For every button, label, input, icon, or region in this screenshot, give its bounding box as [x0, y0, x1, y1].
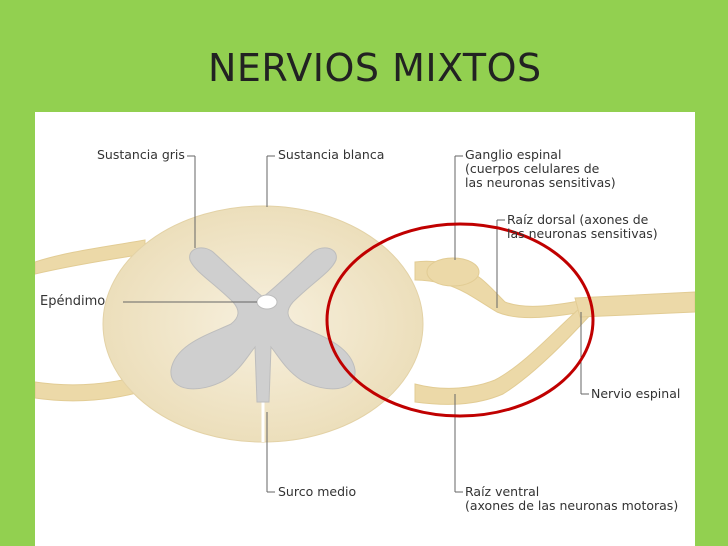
right-ventral-root [414, 307, 594, 405]
label-nervio-espinal: Nervio espinal [591, 386, 681, 401]
slide-title: NERVIOS MIXTOS [208, 46, 542, 90]
gray-matter [170, 247, 356, 403]
label-surco-medio: Surco medio [278, 484, 357, 499]
leader-lines [123, 155, 589, 493]
label-sustancia-gris: Sustancia gris [97, 147, 185, 162]
central-canal [256, 294, 278, 310]
diagram-panel: Sustancia gris Sustancia blanca Ganglio … [35, 112, 695, 546]
label-raiz-dorsal: Raíz dorsal (axones de las neuronas sens… [507, 212, 658, 241]
ganglion [426, 257, 480, 287]
label-raiz-ventral: Raíz ventral (axones de las neuronas mot… [465, 484, 679, 513]
highlight-circle [325, 222, 595, 418]
label-sustancia-blanca: Sustancia blanca [278, 147, 385, 162]
spinal-cord-diagram [35, 155, 695, 493]
spinal-nerve [574, 291, 695, 318]
label-ependimo: Epéndimo [40, 294, 106, 309]
label-ganglio-espinal: Ganglio espinal (cuerpos celulares de la… [465, 147, 616, 190]
